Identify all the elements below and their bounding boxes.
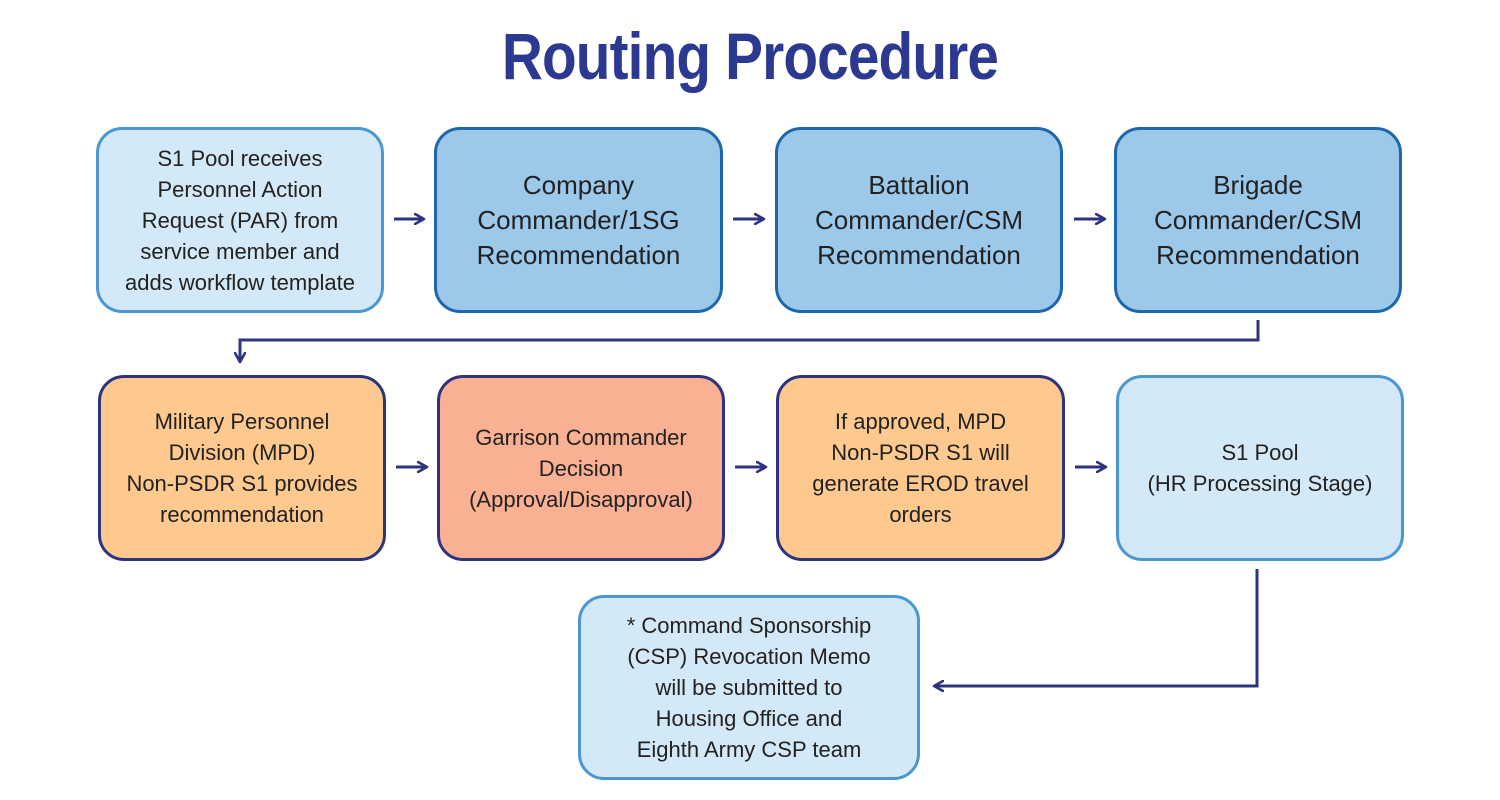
step-brigade-commander: Brigade Commander/CSM Recommendation xyxy=(1114,127,1402,313)
step-label: Military Personnel Division (MPD) Non-PS… xyxy=(126,409,358,527)
step-s1-pool-receives-par: S1 Pool receives Personnel Action Reques… xyxy=(96,127,384,313)
diagram-title: Routing Procedure xyxy=(501,19,999,93)
step-label: Brigade Commander/CSM Recommendation xyxy=(1153,169,1363,270)
step-mpd-recommendation: Military Personnel Division (MPD) Non-PS… xyxy=(98,375,386,561)
step-label: Battalion Commander/CSM Recommendation xyxy=(814,169,1024,270)
step-label: S1 Pool (HR Processing Stage) xyxy=(1147,440,1373,496)
arrow-8-to-9 xyxy=(934,569,1259,686)
step-label: Company Commander/1SG Recommendation xyxy=(476,169,681,270)
step-label: Garrison Commander Decision (Approval/Di… xyxy=(469,424,693,512)
step-garrison-commander-decision: Garrison Commander Decision (Approval/Di… xyxy=(437,375,725,561)
step-label: If approved, MPD Non-PSDR S1 will genera… xyxy=(812,409,1029,527)
step-battalion-commander: Battalion Commander/CSM Recommendation xyxy=(775,127,1063,313)
step-label: * Command Sponsorship (CSP) Revocation M… xyxy=(626,613,872,762)
step-csp-revocation-memo: * Command Sponsorship (CSP) Revocation M… xyxy=(578,595,920,780)
step-label: S1 Pool receives Personnel Action Reques… xyxy=(125,145,355,295)
step-company-commander: Company Commander/1SG Recommendation xyxy=(434,127,723,313)
step-generate-erod-orders: If approved, MPD Non-PSDR S1 will genera… xyxy=(776,375,1065,561)
step-s1-pool-hr-processing: S1 Pool (HR Processing Stage) xyxy=(1116,375,1404,561)
arrow-4-to-5 xyxy=(240,320,1260,362)
